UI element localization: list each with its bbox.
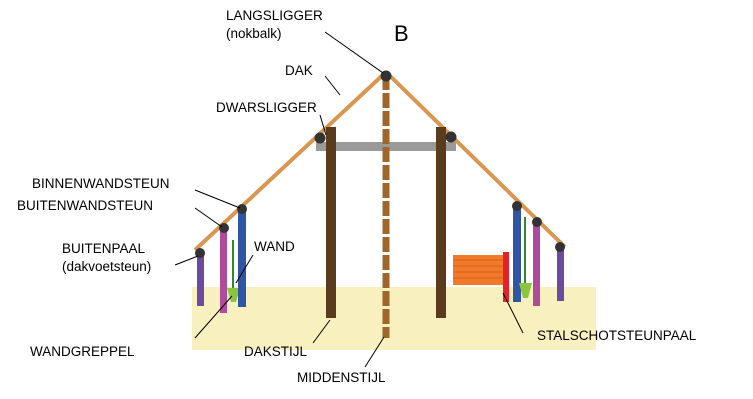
label-dakstijl: DAKSTIJL: [244, 344, 308, 359]
label-wand: WAND: [254, 239, 295, 254]
joint-ridge: [380, 70, 392, 82]
label-nokbalk: (nokbalk): [226, 26, 282, 41]
leader-lines: [174, 31, 524, 368]
label-langsligger: LANGSLIGGER: [226, 8, 323, 23]
buitenpaal-left: [197, 253, 204, 306]
dakstijl-right: [436, 127, 446, 318]
joint-binnenwandsteun-right: [512, 201, 522, 211]
section-letter: B: [394, 21, 409, 46]
joint-dwarsligger-left: [314, 132, 326, 144]
joint-binnenwandsteun-left: [237, 204, 247, 214]
joint-markers: [195, 70, 565, 258]
label-binnenwandsteun: BINNENWANDSTEUN: [32, 176, 170, 191]
stalschotsteunpaal: [503, 252, 509, 302]
buitenwandsteun-left: [220, 226, 227, 313]
label-dakvoetsteun: (dakvoetsteun): [62, 259, 151, 274]
joint-buitenpaal-right: [555, 242, 565, 252]
label-wandgreppel: WANDGREPPEL: [30, 344, 135, 359]
wand-right: [524, 217, 526, 297]
label-stalschotsteunpaal: STALSCHOTSTEUNPAAL: [537, 328, 697, 343]
label-buitenpaal: BUITENPAAL: [62, 241, 146, 256]
roof-left-slope: [193, 70, 388, 252]
joint-buitenwandsteun-right: [532, 217, 542, 227]
joint-buitenpaal-left: [195, 248, 205, 258]
label-dak: DAK: [285, 63, 313, 78]
label-dwarsligger: DWARSLIGGER: [216, 100, 317, 115]
buitenpaal-right: [557, 246, 564, 301]
joint-buitenwandsteun-left: [219, 223, 229, 233]
label-buitenwandsteun: BUITENWANDSTEUN: [17, 198, 153, 213]
stalschot-wall: [453, 255, 503, 285]
joint-dwarsligger-right: [445, 131, 457, 143]
binnenwandsteun-left: [238, 209, 246, 307]
ground-band: [192, 287, 596, 350]
dakstijl-left: [326, 127, 336, 318]
buitenwandsteun-right: [533, 222, 540, 306]
label-middenstijl: MIDDENSTIJL: [297, 370, 386, 385]
dwarsligger-beam: [316, 142, 456, 151]
wandgreppel-right: [519, 283, 532, 298]
wand-left: [232, 240, 234, 298]
binnenwandsteun-right: [513, 206, 521, 302]
